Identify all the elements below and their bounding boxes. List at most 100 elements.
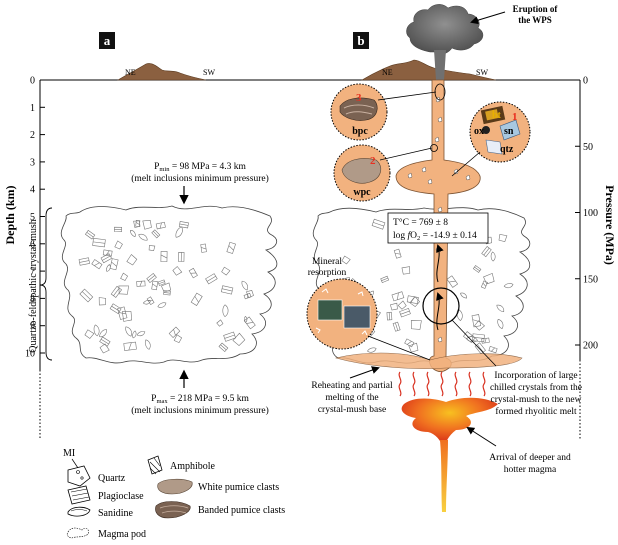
bpc-pointer — [377, 91, 437, 101]
crystal-symbol — [393, 248, 402, 259]
crystal-mush-label: Quartzo-feldspathic crystal-mush — [28, 219, 39, 353]
crystal-symbol — [410, 320, 422, 330]
heat-line — [426, 371, 430, 397]
pressure-tick-label: 0 — [583, 76, 588, 87]
crystal-symbol — [190, 292, 203, 306]
depth-tick-label: 9 — [30, 321, 35, 332]
crystal-symbol — [371, 218, 386, 230]
sanidine-symbol — [67, 506, 91, 517]
crystal-symbol — [481, 337, 490, 344]
crystal-symbol — [188, 267, 198, 279]
amphibole-symbol — [147, 455, 163, 475]
crystal-symbol — [474, 320, 485, 331]
crystal-symbol — [125, 326, 132, 337]
conduit-clast — [427, 178, 433, 185]
crystal-symbol — [481, 246, 492, 258]
pmin-label: Pmin = 98 MPa = 4.3 km — [154, 162, 246, 173]
terrain-profile-a — [116, 63, 207, 81]
crystal-symbol — [157, 302, 167, 308]
crystal-symbol — [79, 288, 94, 303]
incorporation-line4: formed rhyolitic melt — [495, 406, 577, 417]
crystal-symbol — [463, 331, 476, 344]
resorption-pointer — [367, 335, 431, 361]
heat-line — [398, 371, 402, 397]
pressure-axis: 0 50 100 150 200 — [575, 76, 598, 360]
crystal-symbol — [367, 347, 377, 353]
white-pumice-callout: 2 wpc — [333, 144, 391, 202]
wpc-pointer — [379, 147, 433, 161]
crystal-symbol — [168, 326, 181, 339]
banded-pumice-callout: 3 bpc — [330, 83, 388, 141]
crystal-symbol — [109, 303, 122, 315]
eruption-label-line2: the WPS — [518, 15, 552, 25]
pressure-tick-label: 100 — [583, 208, 598, 219]
pressure-tick-label: 200 — [583, 341, 598, 352]
arrival-line1: Arrival of deeper and — [489, 452, 571, 463]
clast-label-bt: bt — [492, 110, 502, 121]
crystal-symbol — [114, 240, 123, 250]
crystal-symbol — [401, 266, 411, 275]
crystal-symbol — [222, 304, 229, 318]
crystal-symbol — [404, 338, 415, 348]
legend-quartz-label: Quartz — [98, 473, 126, 484]
heat-line — [412, 371, 416, 397]
crystal-callout: bt 1 ox sn qtz — [469, 101, 531, 163]
magma-feeder — [440, 440, 448, 512]
crystal-symbol — [157, 279, 166, 286]
crystal-mush-brace — [39, 207, 53, 361]
crystal-symbol — [160, 251, 168, 262]
depth-tick-label: 2 — [30, 130, 35, 141]
crystal-symbol — [123, 341, 137, 351]
resorption-callout — [306, 278, 378, 350]
crystal-symbol — [126, 254, 138, 266]
crystal-symbol — [380, 275, 390, 284]
crystal-symbol — [496, 304, 505, 312]
conduit-clast — [465, 174, 471, 181]
crystal-symbol — [102, 249, 113, 257]
pressure-tick-label: 50 — [583, 142, 593, 153]
crystal-symbol — [245, 290, 254, 299]
crystal-symbol — [118, 285, 129, 295]
crystal-symbol — [92, 237, 106, 248]
clast-number-2: 2 — [370, 155, 376, 167]
incorporation-pointer — [451, 319, 497, 367]
depth-tick-label: 5 — [30, 212, 35, 223]
clast-number-1: 1 — [512, 111, 518, 123]
incorporation-line2: chilled crystals from the — [490, 382, 582, 393]
pmax-note: (melt inclusions minimum pressure) — [131, 405, 268, 416]
crystal-symbol — [205, 273, 218, 285]
clast-label-ox: ox — [474, 126, 484, 137]
crystal-symbol — [173, 334, 183, 344]
crystal-symbol — [408, 342, 419, 353]
crystal-symbol — [391, 291, 405, 302]
legend-magma-pod-label: Magma pod — [98, 529, 146, 540]
crystal-symbol — [98, 297, 107, 306]
conditions-box — [387, 212, 489, 244]
crystal-symbol — [133, 220, 141, 228]
crystal-symbol — [397, 300, 407, 310]
legend-amphibole-label: Amphibole — [170, 461, 216, 472]
eruption-pointer — [470, 11, 506, 25]
crystal-symbol — [480, 280, 488, 289]
arrival-line2: hotter magma — [504, 465, 557, 475]
crystal-symbol — [220, 285, 234, 295]
legend-mi-label: MI — [63, 448, 75, 459]
crystal-symbol — [99, 336, 111, 347]
direction-ne-a: NE — [125, 68, 136, 77]
incorporation-line3: crystal-mush to the new — [490, 395, 581, 405]
crystal-symbol — [138, 233, 148, 241]
flow-arrow-lower — [436, 244, 444, 283]
reheating-line3: crystal-mush base — [318, 405, 386, 415]
crystal-symbol — [216, 319, 224, 327]
pressure-tick-label: 150 — [583, 274, 598, 285]
crystal-symbol — [226, 241, 236, 254]
crystal-symbol — [341, 255, 351, 265]
legend-white-pumice-label: White pumice clasts — [198, 482, 279, 493]
crystal-symbol — [160, 282, 172, 293]
crystal-symbol — [121, 311, 133, 322]
crystal-symbol — [144, 339, 151, 350]
heat-line — [454, 371, 458, 397]
crystal-symbol — [386, 311, 393, 321]
crystal-symbol — [114, 226, 122, 232]
legend-plagioclase-label: Plagioclase — [98, 491, 144, 502]
